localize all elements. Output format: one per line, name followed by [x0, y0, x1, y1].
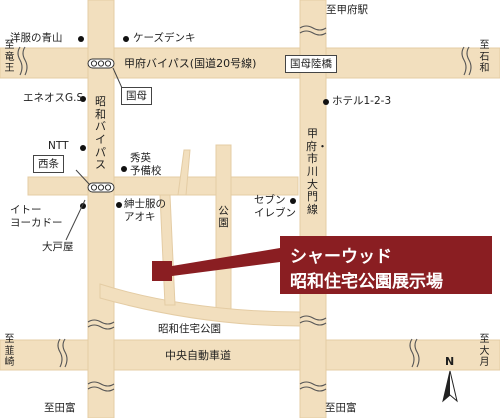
landmark-dot — [123, 36, 129, 42]
break-mark — [409, 338, 415, 368]
landmark-aoyama: 洋服の青山 — [10, 32, 63, 44]
direction-to-nirasaki: 至韮崎 — [4, 334, 15, 368]
direction-to-ryuo: 至竜王 — [4, 40, 15, 74]
break-mark — [299, 386, 327, 392]
landmark-seven: セブン イレブン — [254, 194, 296, 219]
road-label-housing-park: 昭和住宅公園 — [158, 323, 221, 335]
direction-to-tatomi-right: 至田富 — [325, 402, 357, 414]
break-mark — [299, 381, 327, 387]
break-mark — [17, 46, 23, 76]
break-mark — [22, 46, 28, 76]
break-mark — [299, 25, 327, 31]
landmark-dot — [323, 99, 329, 105]
break-mark — [87, 319, 115, 325]
destination-site: 昭和住宅公園展示場 — [290, 272, 443, 292]
landmark-ohtoya: 大戸屋 — [42, 241, 74, 253]
destination-marker — [152, 261, 172, 281]
break-mark — [299, 30, 327, 36]
break-mark — [62, 338, 68, 368]
north-label: N — [445, 355, 455, 368]
direction-to-kofu-station: 至甲府駅 — [326, 4, 368, 16]
road-kofu-bypass — [0, 47, 500, 79]
landmark-ksdenki: ケーズデンキ — [133, 32, 196, 44]
road-saijo — [27, 176, 299, 196]
road-housing-park — [99, 283, 301, 327]
break-mark — [299, 320, 327, 326]
road-label-showa-bypass: 昭和バイパス — [95, 95, 106, 172]
intersection-kokubo-rikkyo: 国母陸橋 — [285, 55, 337, 73]
destination-banner: シャーウッド 昭和住宅公園展示場 — [280, 236, 492, 294]
intersection-saijo: 西条 — [33, 155, 64, 173]
landmark-eneos: エネオスG.S — [23, 92, 84, 104]
break-mark — [87, 386, 115, 392]
road-small-diagonal — [177, 149, 191, 196]
break-mark — [87, 381, 115, 387]
road-label-chuo-expressway: 中央自動車道 — [165, 349, 231, 362]
break-mark — [466, 46, 472, 76]
landmark-dot — [121, 166, 127, 172]
landmark-dot — [116, 202, 122, 208]
landmark-dot — [80, 203, 86, 209]
landmark-hotel: ホテル1-2-3 — [332, 95, 392, 107]
direction-to-isawa: 至石和 — [479, 40, 490, 74]
break-mark — [299, 315, 327, 321]
intersection-kokubo: 国母 — [121, 87, 152, 105]
direction-to-tatomi-left: 至田富 — [44, 402, 76, 414]
landmark-ntt: NTT — [48, 140, 69, 152]
landmark-shuei: 秀英 予備校 — [130, 152, 162, 177]
landmark-aoki: 紳士服の アオキ — [124, 198, 166, 223]
road-label-kofu-ichikawa: 甲府・市川大門線 — [306, 127, 328, 216]
break-mark — [461, 46, 467, 76]
road-showa-bypass — [87, 0, 115, 418]
landmark-dot — [80, 96, 86, 102]
destination-name: シャーウッド — [290, 247, 392, 267]
road-chuo-expressway — [0, 339, 500, 371]
landmark-dot — [80, 145, 86, 151]
break-mark — [414, 338, 420, 368]
road-label-kofu-bypass: 甲府バイパス(国道20号線) — [124, 57, 257, 70]
landmark-itoyokado: イトー ヨーカドー — [10, 204, 63, 229]
landmark-dot — [78, 36, 84, 42]
break-mark — [87, 324, 115, 330]
road-label-park: 公園 — [218, 205, 229, 230]
north-arrow-icon: N — [438, 355, 462, 407]
direction-to-otsuki: 至大月 — [479, 334, 490, 368]
landmark-dot — [290, 198, 296, 204]
break-mark — [57, 338, 63, 368]
